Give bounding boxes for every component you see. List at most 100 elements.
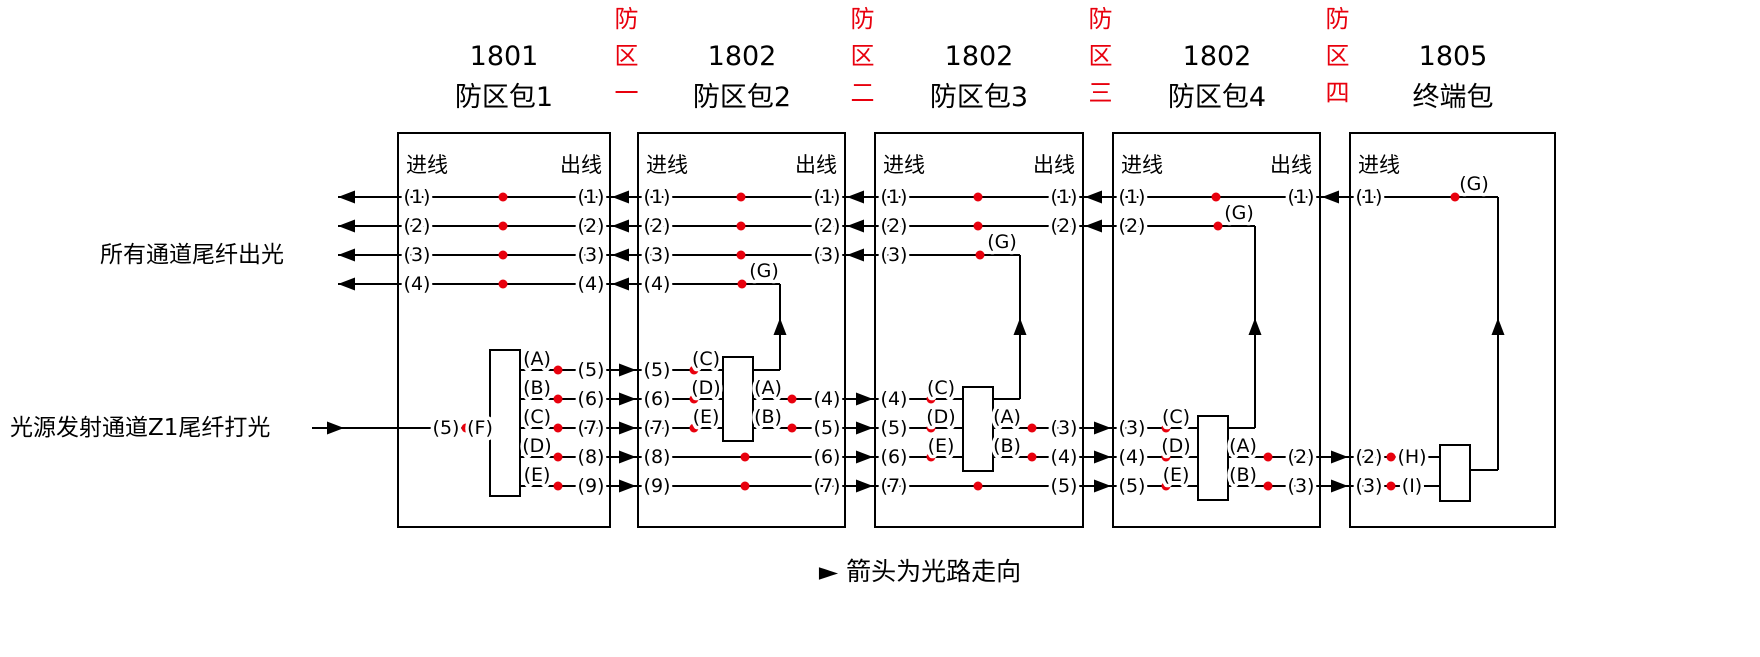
pin-label: (D) (926, 406, 955, 428)
box-header-in: 进线 (646, 153, 688, 177)
port-label: (2) (814, 215, 841, 237)
splice-point-dot (926, 423, 936, 433)
splice-point-dot (926, 394, 936, 404)
port-label: (2) (1119, 215, 1146, 237)
pin-label: (D) (522, 435, 551, 457)
pin-label: (A) (754, 377, 782, 399)
port-label: (4) (814, 388, 841, 410)
flow-arrow-left (612, 248, 629, 262)
port-label: (7) (881, 475, 908, 497)
splice-point-dot (1027, 423, 1037, 433)
splice-point-dot (1263, 481, 1273, 491)
port-label: (3) (1119, 417, 1146, 439)
pin-label: (G) (1224, 202, 1254, 224)
splice-point-dot (1161, 423, 1171, 433)
flow-arrow-right (856, 392, 873, 406)
splice-point-dot (689, 365, 699, 375)
splice-point-dot (736, 250, 746, 260)
port-label: (6) (578, 388, 605, 410)
flow-arrow-right (1094, 479, 1111, 493)
pin-label: (B) (993, 435, 1021, 457)
pin-label: (B) (754, 406, 782, 428)
package-title: 1802 防区包4 (1117, 42, 1317, 113)
pin-label: (G) (987, 231, 1017, 253)
package-box (874, 132, 1084, 528)
output-caption: 所有通道尾纤出光 (100, 242, 284, 268)
flow-arrow-right (619, 392, 636, 406)
splice-point-dot (498, 279, 508, 289)
port-label: (4) (881, 388, 908, 410)
splice-point-dot (1161, 481, 1171, 491)
flow-arrow-right (856, 450, 873, 464)
splice-point-dot (553, 423, 563, 433)
pin-label: (B) (1229, 464, 1257, 486)
flow-arrow-left (612, 277, 629, 291)
flow-arrow-left (847, 248, 864, 262)
splice-point-dot (689, 394, 699, 404)
package-model: 1805 (1418, 41, 1488, 72)
splice-point-dot (553, 394, 563, 404)
port-label: (2) (644, 215, 671, 237)
package-name: 防区包1 (454, 82, 554, 113)
port-label: (3) (578, 244, 605, 266)
port-label: (1) (1051, 186, 1078, 208)
package-title: 1802 防区包3 (879, 42, 1079, 113)
pin-label: (I) (1402, 475, 1422, 497)
port-label: (5) (644, 359, 671, 381)
port-label: (4) (1119, 446, 1146, 468)
port-label: (1) (881, 186, 908, 208)
port-label: (3) (1051, 417, 1078, 439)
splitter-box (962, 386, 994, 472)
port-label: (1) (1119, 186, 1146, 208)
pin-label: (A) (993, 406, 1021, 428)
flow-arrow-right (1094, 421, 1111, 435)
package-model: 1802 (1182, 41, 1252, 72)
port-label: (2) (1288, 446, 1315, 468)
package-model: 1802 (944, 41, 1014, 72)
package-box (397, 132, 611, 528)
splice-point-dot (1263, 452, 1273, 462)
pin-label: (D) (691, 377, 720, 399)
box-header-out: 出线 (1033, 153, 1075, 177)
flow-arrow-right (1094, 450, 1111, 464)
package-name: 防区包4 (1167, 82, 1267, 113)
zone-divider-label: 防区二 (846, 6, 874, 117)
port-label: (5) (578, 359, 605, 381)
splice-point-dot (498, 221, 508, 231)
box-header-in: 进线 (883, 153, 925, 177)
flow-arrow-right (856, 421, 873, 435)
pin-label: (A) (1229, 435, 1257, 457)
flow-arrow-left (338, 248, 355, 262)
splice-point-dot (498, 192, 508, 202)
package-model: 1802 (707, 41, 777, 72)
splice-point-dot (1386, 481, 1396, 491)
port-label: (1) (1288, 186, 1315, 208)
splitter-box (489, 349, 521, 497)
flow-arrow-left (1085, 219, 1102, 233)
splice-point-dot (689, 423, 699, 433)
port-label: (4) (644, 273, 671, 295)
zone-divider-label: 防区一 (610, 6, 638, 117)
flow-arrow-right (1331, 450, 1348, 464)
port-label: (9) (578, 475, 605, 497)
pin-label: (D) (1161, 435, 1190, 457)
pin-label: (G) (749, 260, 779, 282)
flow-arrow-right (1331, 479, 1348, 493)
zone-divider-label: 防区四 (1321, 6, 1349, 117)
port-label: (1) (404, 186, 431, 208)
splice-point-dot (553, 452, 563, 462)
pin-label: (E) (693, 406, 720, 428)
pin-label: (H) (1397, 446, 1426, 468)
port-label: (9) (644, 475, 671, 497)
port-label: (3) (814, 244, 841, 266)
pin-label: (C) (1162, 406, 1190, 428)
package-title: 1805 终端包 (1353, 42, 1553, 113)
flow-arrow-right (619, 450, 636, 464)
pin-label: (G) (1459, 173, 1489, 195)
port-label: (4) (578, 273, 605, 295)
pin-label: (C) (523, 406, 551, 428)
flow-arrow-left (847, 219, 864, 233)
port-label: (3) (404, 244, 431, 266)
flow-arrow-left (612, 190, 629, 204)
